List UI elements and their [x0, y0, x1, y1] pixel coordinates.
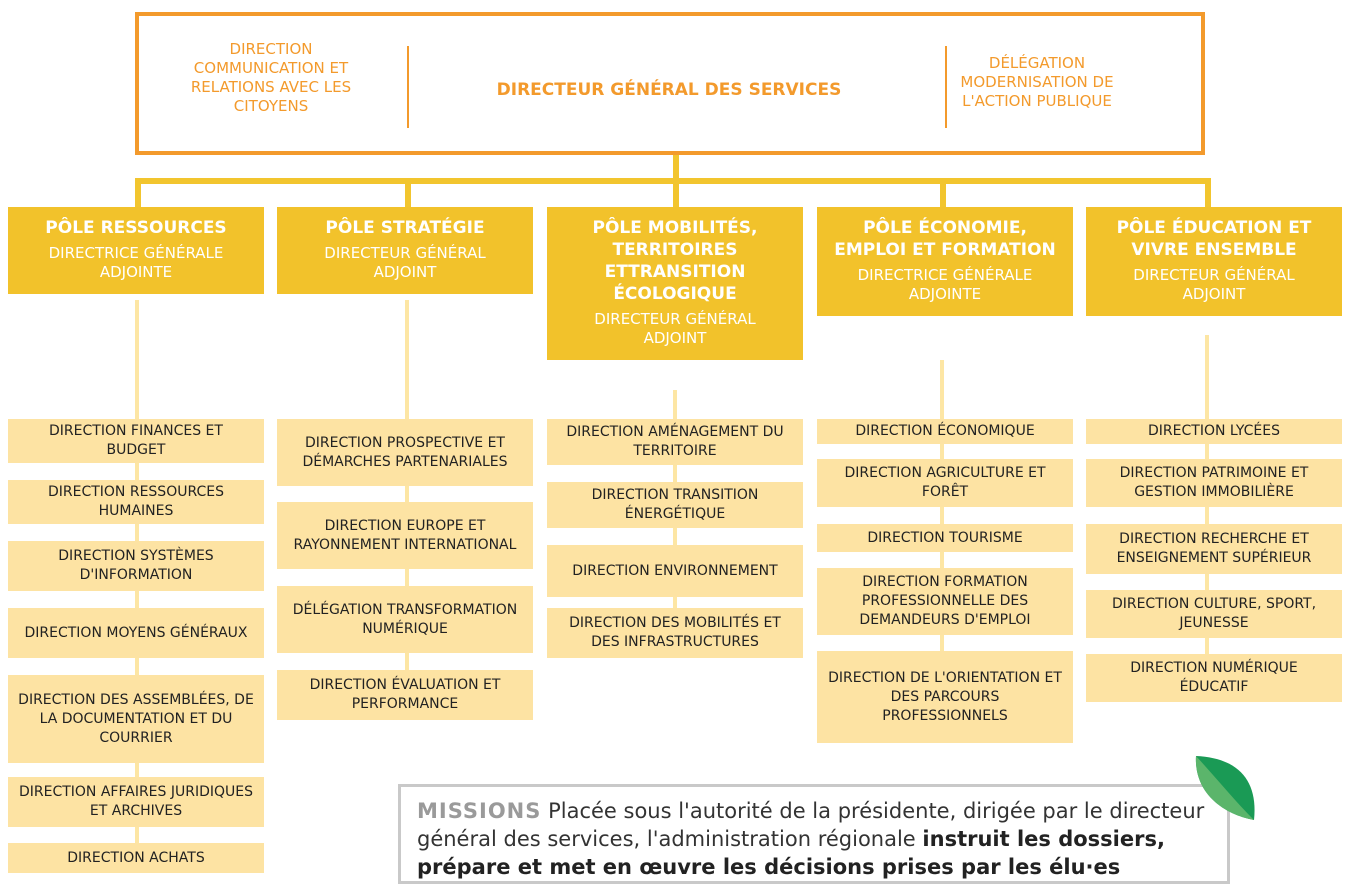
- direction-box: DIRECTION PROSPECTIVE ET DÉMARCHES PARTE…: [277, 419, 533, 486]
- direction-box: DIRECTION ENVIRONNEMENT: [547, 545, 803, 597]
- pole-subtitle: DIRECTRICE GÉNÉRALE ADJOINTE: [48, 244, 224, 281]
- missions-text: Placée sous l'autorité de la présidente,…: [417, 799, 1205, 851]
- connector-pole-5: [1205, 178, 1211, 208]
- trunk-connector: [673, 155, 679, 181]
- direction-box: DIRECTION DE L'ORIENTATION ET DES PARCOU…: [817, 651, 1073, 743]
- director-general-title: DIRECTEUR GÉNÉRAL DES SERVICES: [496, 80, 842, 100]
- direction-box: DIRECTION PATRIMOINE ET GESTION IMMOBILI…: [1086, 459, 1342, 507]
- direction-box: DIRECTION AFFAIRES JURIDIQUES ET ARCHIVE…: [8, 777, 264, 827]
- direction-box: DIRECTION AGRICULTURE ET FORÊT: [817, 459, 1073, 507]
- direction-box: DÉLÉGATION TRANSFORMATION NUMÉRIQUE: [277, 586, 533, 653]
- direction-box: DIRECTION FINANCES ET BUDGET: [8, 419, 264, 463]
- separator-left: [407, 46, 409, 128]
- missions-box: MISSIONS Placée sous l'autorité de la pr…: [398, 784, 1230, 884]
- direction-box: DIRECTION ACHATS: [8, 843, 264, 873]
- pole-title: PÔLE ÉDUCATION ET VIVRE ENSEMBLE: [1116, 218, 1312, 260]
- pole-subtitle: DIRECTRICE GÉNÉRALE ADJOINTE: [857, 266, 1033, 303]
- direction-box: DIRECTION DES MOBILITÉS ET DES INFRASTRU…: [547, 608, 803, 658]
- direction-box: DIRECTION EUROPE ET RAYONNEMENT INTERNAT…: [277, 502, 533, 569]
- communication-direction-label: DIRECTION COMMUNICATION ET RELATIONS AVE…: [190, 40, 352, 115]
- missions-label: MISSIONS: [417, 799, 542, 823]
- pole-title: PÔLE MOBILITÉS, TERRITOIRES ETTRANSITION…: [592, 218, 758, 304]
- direction-box: DIRECTION RECHERCHE ET ENSEIGNEMENT SUPÉ…: [1086, 524, 1342, 574]
- column-connector-5: [1205, 335, 1209, 695]
- connector-pole-2: [405, 178, 411, 208]
- direction-box: DIRECTION AMÉNAGEMENT DU TERRITOIRE: [547, 419, 803, 465]
- director-general-box: DIRECTION COMMUNICATION ET RELATIONS AVE…: [135, 12, 1205, 155]
- direction-box: DIRECTION ÉVALUATION ET PERFORMANCE: [277, 670, 533, 720]
- pole-strategie: PÔLE STRATÉGIE DIRECTEUR GÉNÉRAL ADJOINT: [277, 207, 533, 294]
- direction-box: DIRECTION LYCÉES: [1086, 419, 1342, 444]
- pole-mobilites: PÔLE MOBILITÉS, TERRITOIRES ETTRANSITION…: [547, 207, 803, 360]
- connector-pole-3: [673, 178, 679, 208]
- pole-title: PÔLE RESSOURCES: [45, 218, 227, 238]
- direction-box: DIRECTION CULTURE, SPORT, JEUNESSE: [1086, 590, 1342, 638]
- direction-box: DIRECTION TOURISME: [817, 524, 1073, 552]
- modernisation-delegation-label: DÉLÉGATION MODERNISATION DE L'ACTION PUB…: [960, 54, 1114, 110]
- direction-box: DIRECTION TRANSITION ÉNERGÉTIQUE: [547, 482, 803, 528]
- direction-box: DIRECTION FORMATION PROFESSIONNELLE DES …: [817, 568, 1073, 635]
- separator-right: [945, 46, 947, 128]
- direction-box: DIRECTION SYSTÈMES D'INFORMATION: [8, 541, 264, 591]
- pole-subtitle: DIRECTEUR GÉNÉRAL ADJOINT: [324, 244, 486, 281]
- pole-subtitle: DIRECTEUR GÉNÉRAL ADJOINT: [1133, 266, 1295, 303]
- pole-title: PÔLE ÉCONOMIE, EMPLOI ET FORMATION: [834, 218, 1056, 260]
- direction-box: DIRECTION RESSOURCES HUMAINES: [8, 480, 264, 524]
- connector-pole-4: [940, 178, 946, 208]
- direction-box: DIRECTION DES ASSEMBLÉES, DE LA DOCUMENT…: [8, 675, 264, 763]
- direction-box: DIRECTION MOYENS GÉNÉRAUX: [8, 608, 264, 658]
- pole-education: PÔLE ÉDUCATION ET VIVRE ENSEMBLE DIRECTE…: [1086, 207, 1342, 316]
- pole-ressources: PÔLE RESSOURCES DIRECTRICE GÉNÉRALE ADJO…: [8, 207, 264, 294]
- connector-pole-1: [135, 178, 141, 208]
- pole-economie: PÔLE ÉCONOMIE, EMPLOI ET FORMATION DIREC…: [817, 207, 1073, 316]
- direction-box: DIRECTION NUMÉRIQUE ÉDUCATIF: [1086, 654, 1342, 702]
- pole-title: PÔLE STRATÉGIE: [325, 218, 485, 238]
- direction-box: DIRECTION ÉCONOMIQUE: [817, 419, 1073, 444]
- pole-subtitle: DIRECTEUR GÉNÉRAL ADJOINT: [594, 310, 756, 347]
- leaf-icon: [1195, 756, 1255, 820]
